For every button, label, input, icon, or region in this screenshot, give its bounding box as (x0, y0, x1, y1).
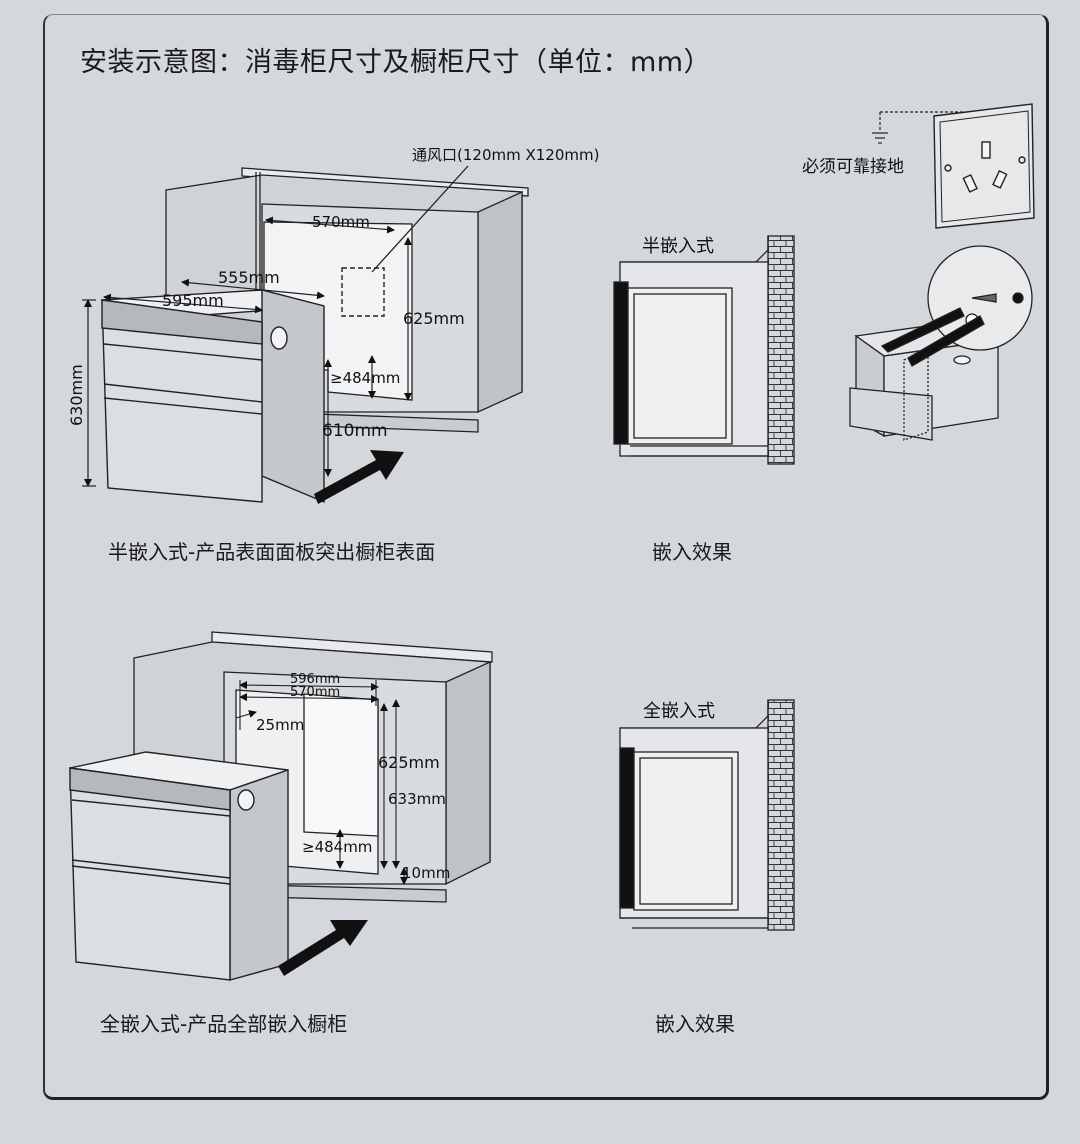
semi-effect-title: 半嵌入式 (642, 236, 714, 257)
screw-detail (849, 245, 1033, 441)
vent-opening (341, 267, 385, 317)
semi-dim-555: 555mm (218, 268, 280, 287)
full-insert-arrow (278, 920, 368, 976)
semi-dim-630: 630mm (67, 364, 86, 426)
outer-frame (43, 14, 1049, 1100)
semi-dim-595: 595mm (162, 291, 224, 310)
semi-appliance (101, 289, 325, 504)
full-dim-633: 633mm (388, 790, 446, 808)
full-dim-10: 10mm (402, 864, 450, 882)
full-effect-view (619, 699, 795, 931)
semi-dim-484: ≥484mm (330, 369, 400, 387)
full-dim-484: ≥484mm (302, 838, 372, 856)
semi-dim-570: 570mm (312, 213, 370, 231)
ground-label: 必须可靠接地 (802, 157, 904, 177)
semi-effect-caption: 嵌入效果 (652, 540, 732, 564)
semi-dim-625: 625mm (403, 309, 465, 328)
full-effect-caption: 嵌入效果 (655, 1012, 735, 1036)
semi-insert-arrow (314, 450, 404, 504)
full-effect-title: 全嵌入式 (643, 701, 715, 722)
full-dim-570: 570mm (290, 685, 340, 700)
vent-label: 通风口(120mm X120mm) (412, 146, 599, 164)
full-caption: 全嵌入式-产品全部嵌入橱柜 (100, 1012, 348, 1036)
full-dim-25: 25mm (256, 716, 304, 734)
full-dimension-lines (235, 680, 408, 885)
vent-leader-line (371, 165, 469, 273)
full-appliance (69, 751, 289, 981)
full-dim-596: 596mm (290, 672, 340, 687)
semi-effect-view (613, 235, 795, 465)
semi-dim-610: 610mm (322, 421, 388, 441)
wall-socket-icon (933, 103, 1035, 229)
semi-dimension-lines (82, 216, 412, 487)
semi-caption: 半嵌入式-产品表面面板突出橱柜表面 (108, 540, 436, 564)
full-dim-625: 625mm (378, 753, 440, 772)
ground-symbol-icon (872, 111, 987, 144)
page-title: 安装示意图：消毒柜尺寸及橱柜尺寸（单位：mm） (80, 47, 712, 78)
